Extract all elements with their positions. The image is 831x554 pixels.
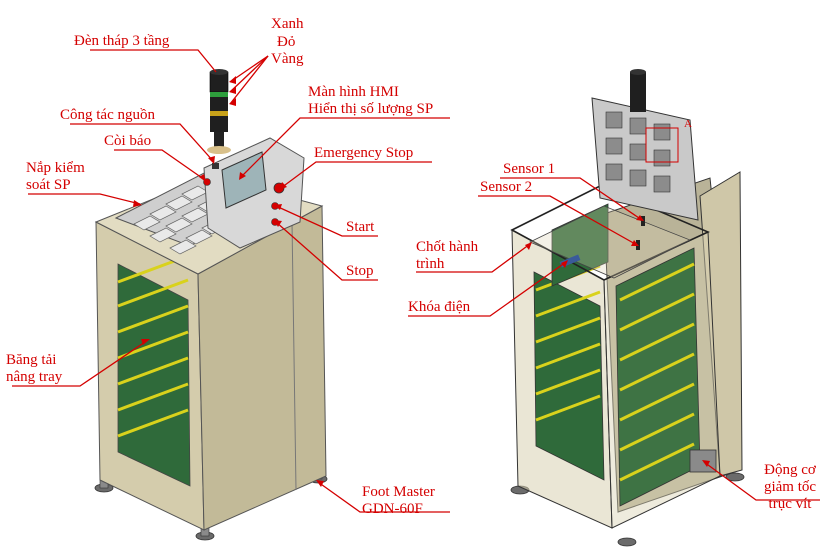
sensor-2-label: Sensor 2	[480, 179, 533, 195]
tower-light	[207, 69, 231, 154]
power-switch-label: Công tác nguồn	[60, 107, 155, 123]
right-machine	[510, 69, 745, 547]
right-conveyor-rails-left	[535, 264, 601, 422]
green-lamp-label: Xanh	[271, 16, 304, 32]
red-lamp-label: Đỏ	[277, 34, 296, 50]
electric-lock-label: Khóa điện	[408, 299, 471, 315]
sensor-1	[641, 216, 645, 226]
lid-label-line1: Nắp kiểm	[26, 160, 85, 176]
start-label: Start	[346, 219, 375, 235]
limit-pin-label-line1: Chốt hành	[416, 239, 479, 255]
buzzer-label: Còi báo	[104, 133, 152, 149]
motor-label-line2: giảm tốc	[763, 479, 817, 495]
limit-pin-label-line2: trình	[416, 256, 445, 272]
detail-frame	[645, 127, 679, 163]
hmi-label-line2: Hiển thị số lượng SP	[308, 101, 434, 117]
right-top-frame	[510, 185, 710, 281]
lid-cells	[605, 111, 671, 193]
stop-label: Stop	[346, 263, 374, 279]
leader-lines	[12, 49, 820, 513]
foot-master-label-line2: GDN-60F	[362, 501, 423, 517]
tray-slots	[133, 185, 245, 255]
hmi-screen	[221, 151, 267, 209]
conveyor-label-line1: Băng tải	[6, 352, 57, 368]
hmi-label-line1: Màn hình HMI	[308, 84, 399, 100]
motor-label-line3: trục vít	[768, 496, 812, 512]
foot-master-label-line1: Foot Master	[362, 484, 435, 500]
left-machine	[94, 69, 328, 541]
conveyor-label-line2: nâng tray	[6, 369, 63, 385]
sensor-1-label: Sensor 1	[503, 161, 556, 177]
right-conveyor-rails-front	[619, 262, 695, 482]
motor-label-line1: Động cơ	[764, 462, 816, 478]
tower-lamp-label: Đèn tháp 3 tầng	[74, 33, 170, 49]
lid-label-line2: soát SP	[26, 177, 71, 193]
detail-mark-label: A	[684, 118, 692, 130]
power-switch	[212, 163, 219, 169]
left-side-opening	[117, 263, 191, 487]
yellow-lamp-label: Vàng	[271, 51, 304, 67]
emergency-stop-label: Emergency Stop	[314, 145, 414, 161]
